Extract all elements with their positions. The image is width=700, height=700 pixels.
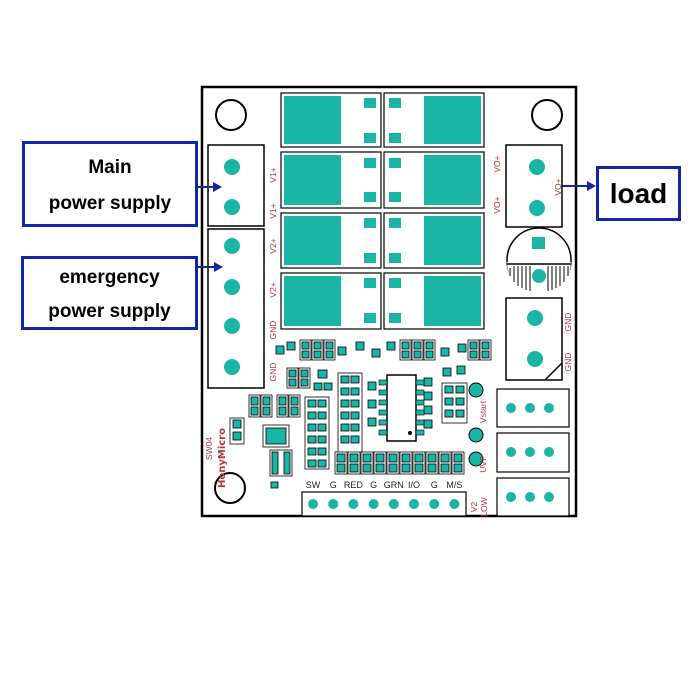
- header-pin: [409, 499, 419, 509]
- header-pin-label: G: [431, 480, 438, 490]
- header-pin: [429, 499, 440, 509]
- label-v2-top: V2+: [268, 238, 278, 253]
- pin-header-pins: [308, 499, 460, 509]
- callout-load-text: load: [609, 178, 668, 209]
- callout-main-line2: power supply: [48, 193, 172, 214]
- header-pin: [368, 499, 379, 509]
- callout-load: load: [596, 166, 681, 221]
- terminal-vo: [505, 144, 563, 228]
- header-pin-label: RED: [344, 480, 364, 490]
- mosfet-array: [280, 92, 485, 330]
- mounting-hole: [215, 99, 247, 131]
- callout-emergency-line1: emergency: [59, 267, 160, 288]
- pin-header-labels: SW G RED G GRN I/O G M/S: [306, 480, 463, 490]
- header-pin: [348, 499, 359, 509]
- callout-emergency-power-supply: emergency power supply: [21, 256, 198, 330]
- main-ic: [378, 374, 425, 442]
- callout-main-power-supply: Main power supply: [22, 141, 198, 227]
- brand-label: HonyMicro: [217, 428, 228, 488]
- label-v2-bottom: V2+: [268, 282, 278, 297]
- capacitor: [506, 227, 572, 294]
- smd-right-of-ic: [441, 382, 468, 424]
- callout-main-line1: Main: [88, 157, 132, 178]
- header-pin-label: G: [370, 480, 377, 490]
- header-pin-label: GRN: [384, 480, 404, 490]
- mounting-hole: [214, 472, 246, 504]
- label-gnd-right-top: GND: [563, 313, 573, 332]
- terminal-v2-gnd: [207, 228, 265, 389]
- label-vo-right: VO+: [553, 178, 563, 195]
- label-v1-top: V1+: [268, 167, 278, 182]
- arrow-load: [562, 181, 596, 191]
- label-vstart: Vstart: [478, 400, 488, 423]
- header-pin-label: I/O: [408, 480, 420, 490]
- pin-header: [301, 491, 467, 517]
- header-pin-label: G: [330, 480, 337, 490]
- jumper-uvp: [496, 432, 570, 473]
- label-vo-bottom: VO+: [492, 196, 502, 213]
- callout-emergency-line2: power supply: [48, 301, 171, 322]
- label-v1-bottom: V1+: [268, 203, 278, 218]
- arrow-emergency: [198, 262, 223, 272]
- header-pin: [388, 499, 399, 509]
- test-point: [468, 427, 484, 443]
- terminal-gnd-right: [505, 297, 563, 381]
- arrow-main: [198, 182, 222, 192]
- jumper-v2-low: [496, 477, 570, 517]
- label-vo-top: VO+: [492, 155, 502, 172]
- smd-lower-left: [229, 394, 330, 489]
- header-pin: [328, 499, 339, 509]
- label-gnd-left-bottom: GND: [268, 363, 278, 382]
- header-pin: [449, 499, 460, 509]
- test-point: [468, 382, 484, 398]
- smd-components-mid: [286, 365, 466, 456]
- jumper-vstart: [496, 388, 570, 428]
- header-pin-label: M/S: [446, 480, 462, 490]
- header-pin: [308, 499, 318, 509]
- test-point: [468, 451, 484, 467]
- label-low: LOW: [479, 497, 489, 516]
- model-label: SW04: [204, 437, 214, 460]
- label-gnd-right-bottom: GND: [563, 353, 573, 372]
- smd-resistor-row: [334, 451, 465, 475]
- label-v2-low: V2: [469, 502, 479, 513]
- label-gnd-left-top: GND: [268, 321, 278, 340]
- smd-component-row: [275, 339, 492, 361]
- label-uvp: UVP: [478, 455, 488, 473]
- mounting-hole: [531, 99, 563, 131]
- header-pin-label: SW: [306, 480, 321, 490]
